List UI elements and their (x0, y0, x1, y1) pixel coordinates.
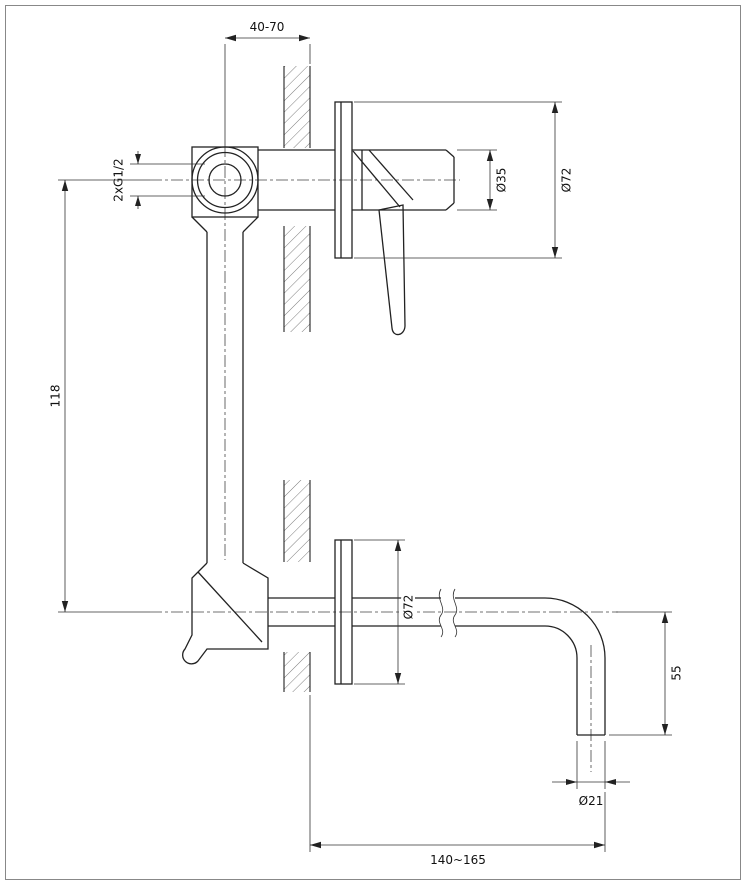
centerlines (150, 145, 618, 772)
dim-outlet-diameter: Ø21 (552, 741, 630, 808)
dim-center-distance-label: 118 (49, 385, 63, 408)
valve-handle (378, 204, 406, 336)
dim-mounting-depth: 40-70 (224, 20, 311, 145)
wall-section-lower (283, 480, 311, 692)
spout-assembly (182, 539, 606, 736)
spout-body (182, 562, 269, 665)
dim-cartridge-diameter-label: Ø35 (495, 168, 509, 193)
pipe-break-symbol (438, 588, 458, 638)
dim-mounting-depth-label: 40-70 (250, 20, 285, 34)
dim-escutcheon-bottom: Ø72 (354, 539, 418, 685)
valve-inlet-circle (191, 146, 259, 214)
valve-cartridge-body (352, 149, 455, 211)
dim-escutcheon-top: Ø72 (354, 101, 574, 259)
dim-outlet-diameter-label: Ø21 (579, 794, 604, 808)
dim-spout-reach-label: 140~165 (430, 853, 486, 867)
dim-cartridge-diameter: Ø35 (457, 149, 509, 211)
dim-center-distance: 118 (49, 179, 150, 613)
spout-escutcheon (334, 539, 353, 685)
dim-spout-drop-label: 55 (670, 665, 684, 680)
sheet-border (5, 5, 741, 880)
valve-escutcheon (334, 101, 353, 259)
spout-tube (352, 597, 606, 736)
dim-escutcheon-top-label: Ø72 (560, 168, 574, 193)
dim-escutcheon-bottom-label: Ø72 (402, 595, 416, 620)
dim-spout-drop: 55 (609, 611, 684, 736)
mixer-valve-body (191, 101, 455, 563)
dim-spout-reach: 140~165 (309, 695, 606, 867)
wall-section-upper (283, 66, 311, 332)
